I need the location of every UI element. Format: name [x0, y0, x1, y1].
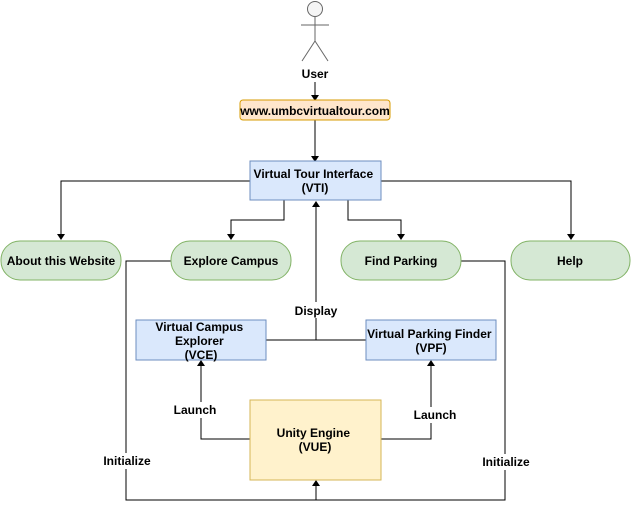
about-label: About this Website: [7, 254, 116, 268]
arrowhead-website: [311, 95, 319, 101]
vce-node: Virtual Campus Explorer (VCE): [135, 319, 267, 362]
about-box: [0, 240, 122, 281]
vue-box: [249, 399, 382, 481]
edge-vue-vpf: [381, 365, 432, 440]
vti-label-line: Virtual Tour Interface: [254, 167, 374, 181]
user-actor-icon: [301, 1, 329, 62]
edge-vti-about: [60, 180, 250, 235]
vpf-label-line: Virtual Parking Finder: [367, 327, 492, 341]
help-box: [510, 240, 631, 281]
vue-label: Unity Engine (VUE): [277, 426, 354, 454]
arrowhead-parking: [397, 234, 405, 240]
explore-node: Explore Campus: [170, 240, 292, 281]
vpf-label-line: (VPF): [415, 341, 446, 355]
help-label: Help: [557, 254, 583, 268]
init-left-edge-label: Initialize: [103, 454, 151, 468]
arrowhead-vce: [197, 360, 205, 366]
init-right-edge-label: Initialize: [482, 455, 530, 469]
vue-label-line: Unity Engine: [277, 426, 351, 440]
edge-vti-explore: [230, 200, 285, 235]
arrowhead-explore: [227, 234, 235, 240]
arrowhead-vti-display: [312, 201, 320, 207]
vce-label: Virtual Campus Explorer (VCE): [155, 320, 246, 362]
vce-label-line: (VCE): [185, 348, 218, 362]
parking-label: Find Parking: [365, 254, 438, 268]
edge-vti-help: [381, 180, 572, 235]
vue-label-line: (VUE): [299, 440, 332, 454]
parking-box: [340, 240, 462, 281]
vue-node: Unity Engine (VUE): [249, 399, 382, 481]
launch-right-edge-label: Launch: [414, 408, 457, 422]
init-left-label-bg: [101, 453, 153, 469]
arrowhead-help: [567, 234, 575, 240]
launch-right-label-bg: [411, 407, 459, 423]
explore-label: Explore Campus: [184, 254, 279, 268]
vti-label: Virtual Tour Interface (VTI): [254, 167, 377, 195]
help-node: Help: [510, 240, 631, 281]
vti-label-line: (VTI): [302, 181, 329, 195]
vti-node: Virtual Tour Interface (VTI): [249, 160, 382, 201]
website-box: [239, 99, 391, 121]
explore-box: [170, 240, 292, 281]
launch-left-label-bg: [171, 402, 219, 418]
vpf-box: [365, 319, 497, 361]
parking-node: Find Parking: [340, 240, 462, 281]
edge-vue-vce: [200, 365, 250, 440]
arrowhead-vti: [311, 156, 319, 162]
display-label-bg: [293, 302, 339, 318]
vti-box: [249, 160, 382, 201]
launch-left-edge-label: Launch: [174, 403, 217, 417]
arrowhead-vue: [312, 480, 320, 486]
about-node: About this Website: [0, 240, 122, 281]
website-node: www.umbcvirtualtour.com: [239, 99, 391, 121]
init-right-label-bg: [480, 454, 532, 470]
vce-box: [135, 319, 267, 361]
website-label: www.umbcvirtualtour.com: [239, 104, 390, 118]
display-edge-label: Display: [295, 304, 338, 318]
vpf-label: Virtual Parking Finder (VPF): [367, 327, 495, 355]
arrowhead-about: [57, 234, 65, 240]
vce-label-line: Explorer: [175, 334, 224, 348]
edge-vti-parking: [347, 200, 402, 235]
user-label: User: [302, 67, 329, 81]
vpf-node: Virtual Parking Finder (VPF): [365, 319, 497, 361]
vce-label-line: Virtual Campus: [155, 320, 243, 334]
arrowhead-vpf: [427, 360, 435, 366]
